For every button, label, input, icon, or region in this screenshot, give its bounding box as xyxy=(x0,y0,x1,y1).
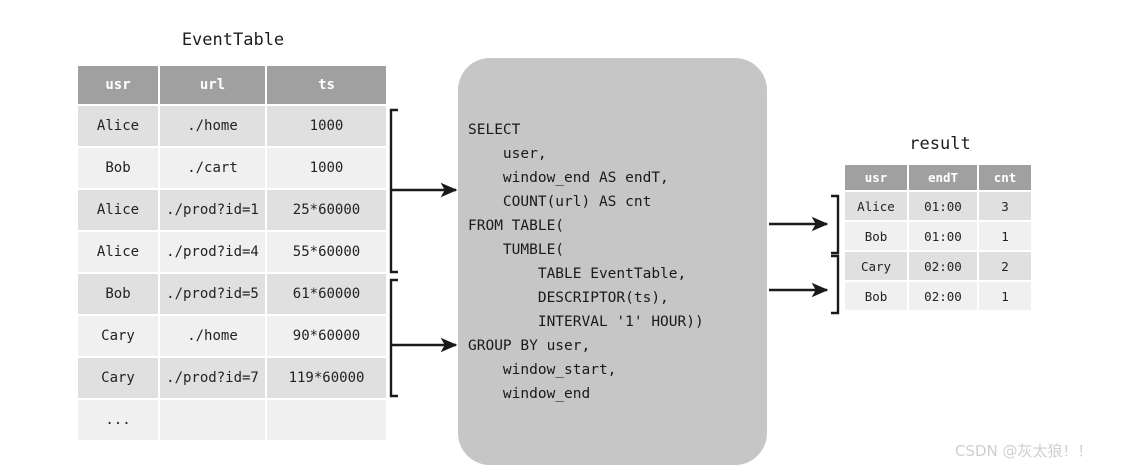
cell-endt: 02:00 xyxy=(909,252,977,280)
cell-url: ./prod?id=5 xyxy=(160,274,265,314)
cell-ts: 90*60000 xyxy=(267,316,386,356)
cell-endt: 02:00 xyxy=(909,282,977,310)
event-col-ts: ts xyxy=(267,66,386,104)
event-table-header-row: usr url ts xyxy=(78,66,386,104)
table-row: Alice ./prod?id=1 25*60000 xyxy=(78,190,386,230)
table-row: Alice 01:00 3 xyxy=(845,192,1031,220)
cell-usr: Cary xyxy=(78,358,158,398)
cell-url xyxy=(160,400,265,440)
cell-usr: Bob xyxy=(78,148,158,188)
cell-url: ./home xyxy=(160,106,265,146)
cell-cnt: 1 xyxy=(979,222,1031,250)
table-row: Bob ./prod?id=5 61*60000 xyxy=(78,274,386,314)
cell-cnt: 2 xyxy=(979,252,1031,280)
cell-url: ./home xyxy=(160,316,265,356)
table-row: Bob 01:00 1 xyxy=(845,222,1031,250)
table-row: Cary 02:00 2 xyxy=(845,252,1031,280)
cell-ts: 1000 xyxy=(267,106,386,146)
result-col-cnt: cnt xyxy=(979,165,1031,190)
watermark-text: CSDN @灰太狼！！ xyxy=(955,442,1093,460)
table-row: Cary ./prod?id=7 119*60000 xyxy=(78,358,386,398)
cell-ts: 119*60000 xyxy=(267,358,386,398)
cell-ts: 1000 xyxy=(267,148,386,188)
result-table: usr endT cnt Alice 01:00 3 Bob 01:00 1 C… xyxy=(843,163,1033,312)
sql-query-box xyxy=(458,58,767,465)
result-col-usr: usr xyxy=(845,165,907,190)
cell-usr: Alice xyxy=(845,192,907,220)
event-col-url: url xyxy=(160,66,265,104)
result-table-title: result xyxy=(909,134,971,154)
cell-usr: Cary xyxy=(78,316,158,356)
cell-url: ./prod?id=4 xyxy=(160,232,265,272)
cell-usr: Alice xyxy=(78,232,158,272)
cell-cnt: 3 xyxy=(979,192,1031,220)
cell-url: ./prod?id=1 xyxy=(160,190,265,230)
cell-ts xyxy=(267,400,386,440)
cell-usr: Alice xyxy=(78,190,158,230)
sql-query-text: SELECT user, window_end AS endT, COUNT(u… xyxy=(468,122,704,402)
table-row: Alice ./prod?id=4 55*60000 xyxy=(78,232,386,272)
event-col-usr: usr xyxy=(78,66,158,104)
result-table-header-row: usr endT cnt xyxy=(845,165,1031,190)
bracket-window-1 xyxy=(389,108,398,274)
cell-url: ./prod?id=7 xyxy=(160,358,265,398)
table-row: Bob ./cart 1000 xyxy=(78,148,386,188)
table-row: Bob 02:00 1 xyxy=(845,282,1031,310)
cell-usr: Bob xyxy=(845,282,907,310)
bracket-result-2 xyxy=(831,254,840,315)
event-table: usr url ts Alice ./home 1000 Bob ./cart … xyxy=(76,64,388,442)
cell-usr: Bob xyxy=(845,222,907,250)
cell-ts: 25*60000 xyxy=(267,190,386,230)
table-row: Cary ./home 90*60000 xyxy=(78,316,386,356)
cell-url: ./cart xyxy=(160,148,265,188)
table-row-ellipsis: ... xyxy=(78,400,386,440)
bracket-window-2 xyxy=(389,278,398,398)
bracket-result-1 xyxy=(831,194,840,255)
cell-usr: Cary xyxy=(845,252,907,280)
cell-usr: Alice xyxy=(78,106,158,146)
cell-usr: ... xyxy=(78,400,158,440)
cell-ts: 61*60000 xyxy=(267,274,386,314)
cell-cnt: 1 xyxy=(979,282,1031,310)
table-row: Alice ./home 1000 xyxy=(78,106,386,146)
event-table-title: EventTable xyxy=(181,30,285,50)
cell-usr: Bob xyxy=(78,274,158,314)
cell-ts: 55*60000 xyxy=(267,232,386,272)
result-col-endt: endT xyxy=(909,165,977,190)
cell-endt: 01:00 xyxy=(909,192,977,220)
cell-endt: 01:00 xyxy=(909,222,977,250)
